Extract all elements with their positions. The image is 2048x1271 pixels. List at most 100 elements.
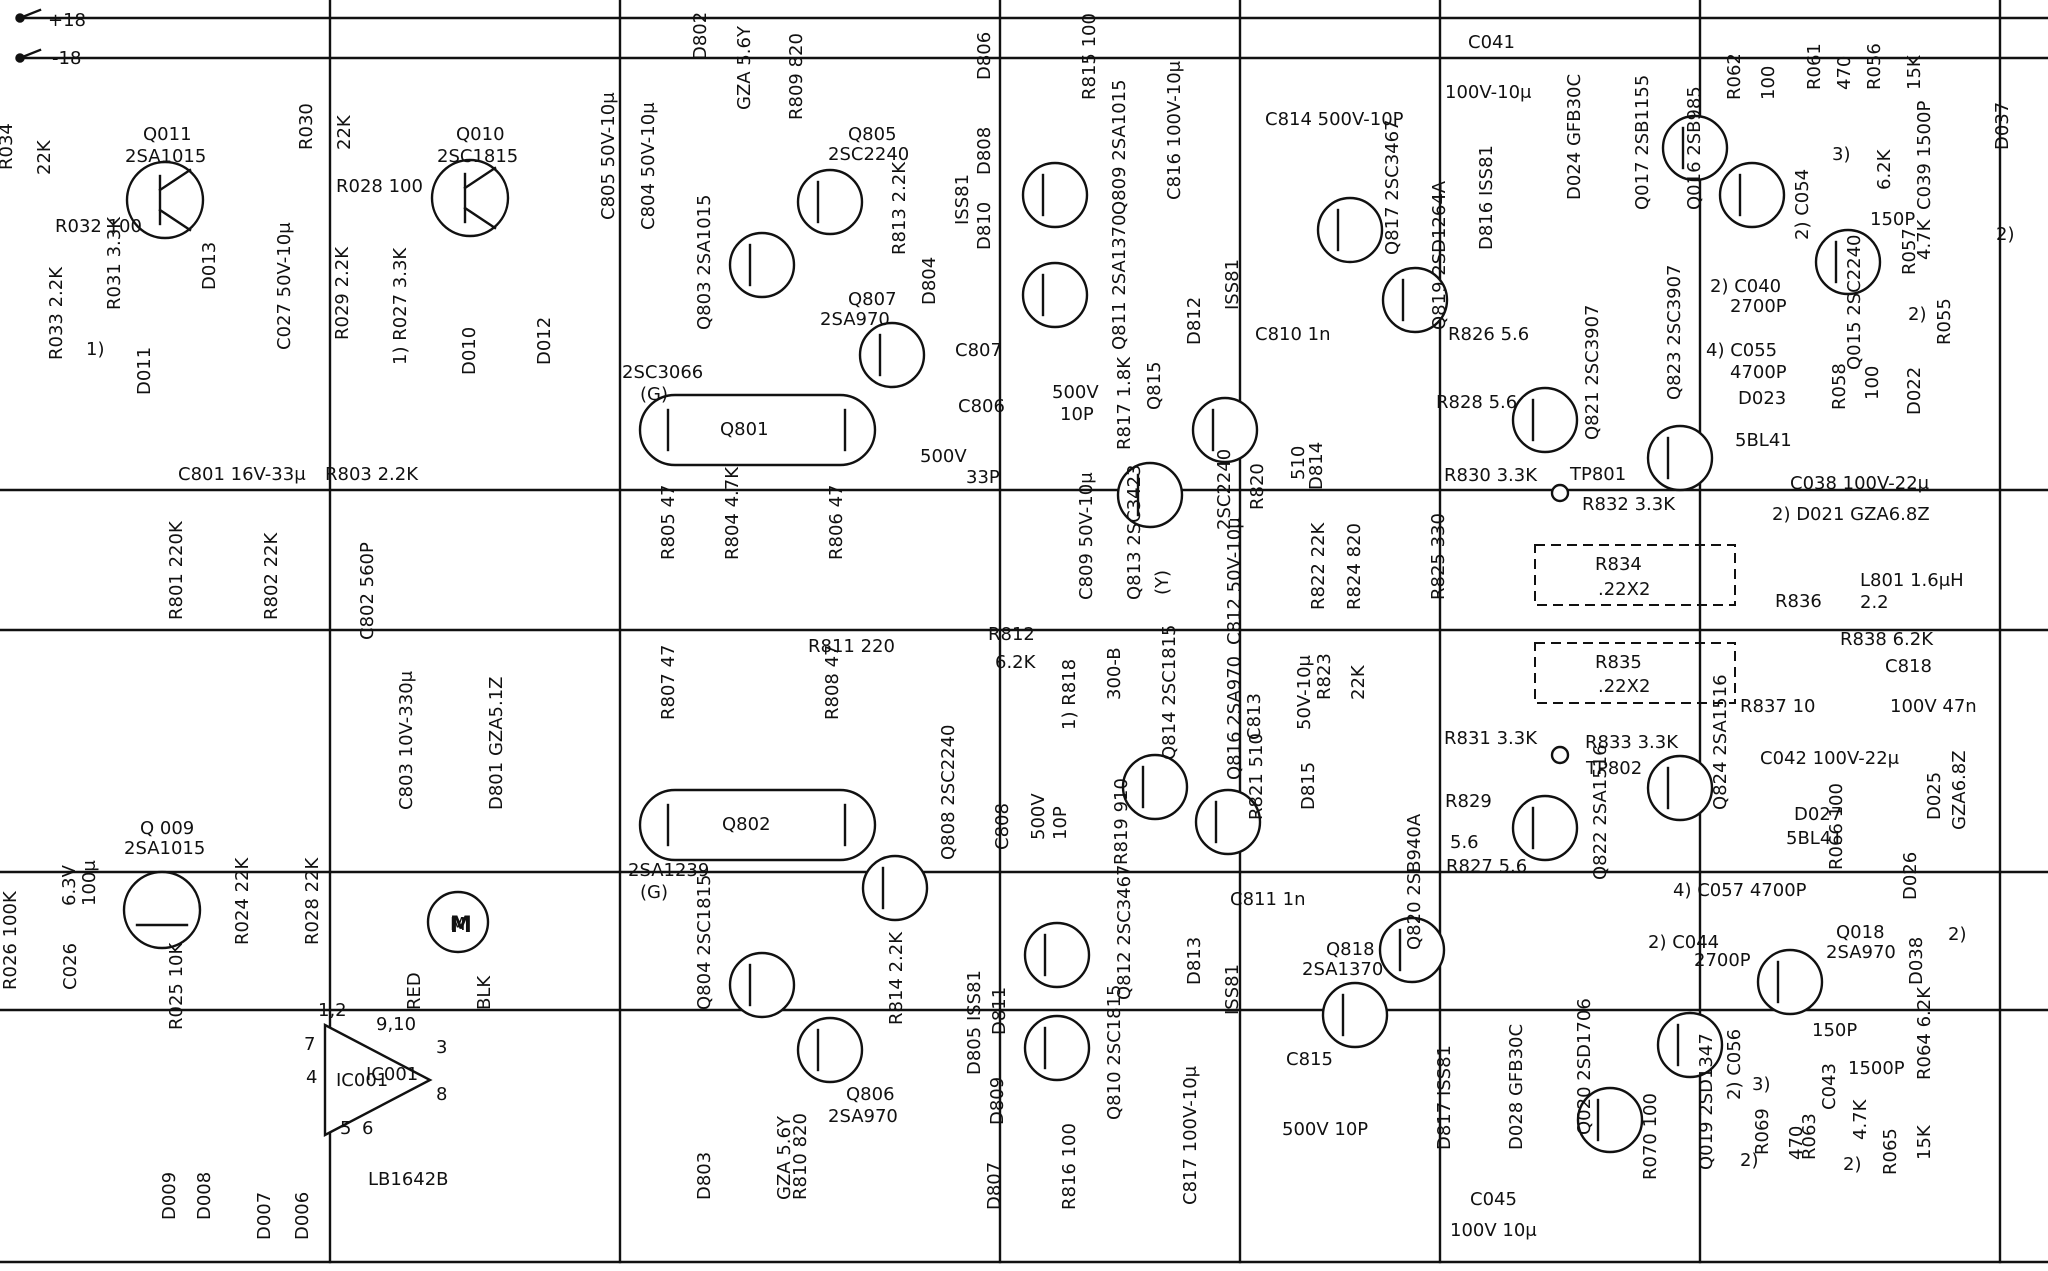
component-label: 5BL41: [1735, 430, 1792, 451]
component-label: R832 3.3K: [1582, 494, 1676, 515]
component-label: D802: [690, 12, 711, 60]
transistor-q812: [1023, 921, 1091, 989]
component-label: TP801: [1569, 464, 1626, 485]
transistor-q816: [1194, 788, 1262, 856]
component-label: TP802: [1585, 758, 1642, 779]
component-label: R804 4.7K: [722, 466, 743, 560]
component-label: Q819 2SD1264A: [1429, 180, 1450, 330]
component-label: D808: [974, 127, 995, 175]
component-label: C816 100V-10μ: [1164, 60, 1185, 200]
component-label: D038: [1906, 937, 1927, 985]
component-label: 2): [1948, 924, 1966, 945]
component-label: R062: [1724, 53, 1745, 100]
component-label: 2): [1843, 1154, 1861, 1175]
component-label: R807 47: [658, 645, 679, 721]
component-label: 4.7K: [1850, 1098, 1871, 1140]
component-label: R817 1.8K: [1114, 356, 1135, 450]
component-label: 8: [436, 1084, 447, 1105]
component-label: R064 6.2K: [1914, 986, 1935, 1080]
component-label: 470: [1834, 56, 1855, 90]
component-label: R809 820: [786, 33, 807, 120]
component-label: 510: [1288, 446, 1309, 480]
component-label: Q018: [1836, 922, 1885, 943]
test-point-tp802: [1550, 745, 1570, 765]
component-label: Q813 2SC3423: [1124, 464, 1145, 600]
component-label: C026: [60, 943, 81, 990]
transistor-q009: [122, 870, 202, 950]
component-label: C811 1n: [1230, 889, 1306, 910]
transistor-q019: [1656, 1011, 1724, 1079]
component-label: Q823 2SC3907: [1664, 264, 1685, 400]
component-label: D816 ISS81: [1476, 145, 1497, 250]
component-label: C815: [1286, 1049, 1333, 1070]
component-label: 2): [1996, 224, 2014, 245]
component-label: R831 3.3K: [1444, 728, 1538, 749]
transistor-q809: [1021, 161, 1089, 229]
component-label: R025 10K: [166, 942, 187, 1030]
component-label: Q812 2SC3467: [1114, 864, 1135, 1000]
transistor-q015: [1814, 228, 1882, 296]
component-label: 4) C055: [1706, 340, 1777, 361]
transistor-q810: [1023, 1014, 1091, 1082]
component-label: 6.2K: [1874, 148, 1895, 190]
component-label: BLK: [474, 975, 495, 1010]
component-label: D024 GFB30C: [1564, 74, 1585, 200]
component-label: Q824 2SA1516: [1710, 674, 1731, 810]
component-label: R819 910: [1111, 778, 1132, 865]
component-label: LB1642B: [368, 1169, 449, 1190]
component-label: Q017 2SB1155: [1632, 75, 1653, 210]
component-label: C038 100V-22μ: [1790, 473, 1930, 494]
transistor-q815: [1191, 396, 1259, 464]
component-label: Q010: [456, 124, 505, 145]
component-label: 3): [1752, 1074, 1770, 1095]
component-label: 150P: [1870, 209, 1915, 230]
transistor-q813: [1116, 461, 1184, 529]
component-label: 5: [340, 1118, 351, 1139]
component-label: .22X2: [1598, 676, 1650, 697]
component-label: Q020 2SD1706: [1574, 998, 1595, 1135]
component-label: 2): [1908, 304, 1926, 325]
component-label: 2SA970: [820, 309, 890, 330]
component-label: C803 10V-330μ: [396, 670, 417, 810]
component-label: 15K: [1904, 54, 1925, 90]
component-label: (G): [640, 882, 668, 903]
component-label: Q809 2SA1015: [1109, 79, 1130, 215]
component-label: 2): [1740, 1150, 1758, 1171]
component-label: D803: [694, 1152, 715, 1200]
motor-label: M: [450, 913, 472, 938]
component-label: R028 22K: [302, 857, 323, 945]
component-label: Q015 2SC2240: [1844, 234, 1865, 370]
component-label: 3: [436, 1037, 447, 1058]
component-label: R811 220: [808, 636, 895, 657]
component-label: R030: [296, 103, 317, 150]
component-label: 2SA1239: [628, 860, 709, 881]
component-label: Q811 2SA1370: [1109, 214, 1130, 350]
component-label: 50V-10μ: [1294, 654, 1315, 730]
component-label: D027: [1794, 804, 1842, 825]
component-label: RED: [404, 972, 425, 1010]
component-label: D806: [974, 32, 995, 80]
transistor-q820: [1378, 916, 1446, 984]
component-label: 4.7K: [1914, 218, 1935, 260]
component-label: R813 2.2K: [889, 161, 910, 255]
component-label: R024 22K: [232, 857, 253, 945]
component-label: 150P: [1812, 1020, 1857, 1041]
component-label: R808 47: [822, 645, 843, 721]
component-label: R812: [988, 624, 1035, 645]
component-label: 6.3V: [59, 864, 80, 906]
component-label: 2SA1370: [1302, 959, 1383, 980]
component-label: R826 5.6: [1448, 324, 1529, 345]
component-label: C813: [1244, 693, 1265, 740]
component-label: 33P: [966, 467, 1000, 488]
component-label: R835: [1595, 652, 1642, 673]
component-label: 1) R027 3.3K: [390, 247, 411, 365]
transistor-q808: [861, 854, 929, 922]
resistor-box-r834: [1534, 544, 1736, 606]
component-label: IC001: [366, 1064, 418, 1085]
component-label: C818: [1885, 656, 1932, 677]
component-label: R032 100: [55, 216, 142, 237]
component-label: R837 10: [1740, 696, 1816, 717]
transistor-q822: [1511, 794, 1579, 862]
component-label: Q804 2SC1815: [694, 874, 715, 1010]
component-label: 100: [1758, 66, 1779, 100]
